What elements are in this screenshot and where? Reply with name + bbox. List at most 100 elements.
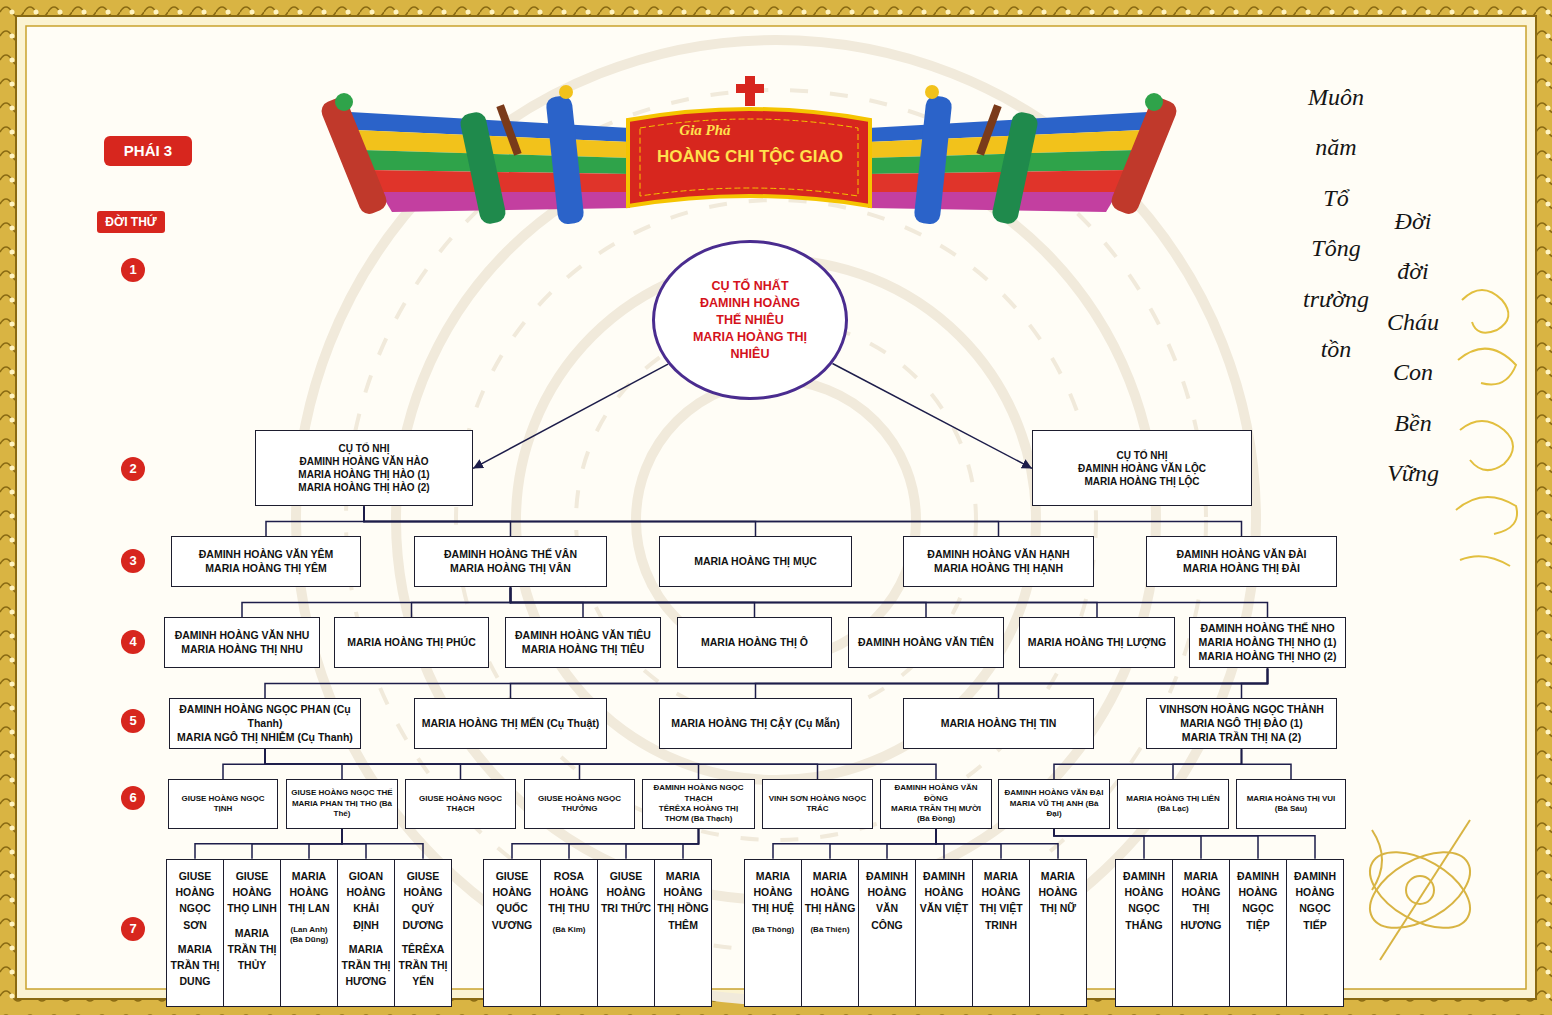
family-box: GIOAN HOÀNG KHẢI ĐỊNH MARIA TRẦN THỊ HƯƠN…: [337, 859, 395, 1007]
person-name: TÊRÊXA TRẦN THỊ YẾN: [397, 941, 449, 990]
generation-number: 7: [121, 917, 145, 941]
person-name: GIUSE HOÀNG THỌ LINH: [226, 868, 278, 917]
descent-line: [511, 668, 1268, 698]
descent-line: [309, 829, 342, 859]
person-name: ĐAMINH HOÀNG VĂN LỘC: [1078, 462, 1206, 475]
person-name: ĐAMINH HOÀNG VĂN ĐỒNG: [884, 783, 988, 804]
descent-line: [265, 668, 1268, 698]
generation-heading: ĐỜI THỨ: [97, 211, 165, 233]
page-ground: [26, 26, 1526, 989]
person-name: ĐAMINH HOÀNG NGỌC THẮNG: [1118, 868, 1170, 933]
family-box: MARIA HOÀNG THỊ CẬY (Cụ Mẫn): [659, 698, 852, 749]
descent-line: [1242, 749, 1292, 779]
person-name: MARIA HOÀNG THỊ ĐÀI: [1183, 562, 1300, 576]
person-name: MARIA HOÀNG THỊ HÀO (1): [298, 468, 429, 481]
person-name: ĐAMINH HOÀNG NGỌC THẠCH: [646, 783, 751, 804]
person-name: (Bà Thiện): [810, 925, 849, 935]
family-box: MARIA HOÀNG THỊ HỒNG THÊM: [654, 859, 712, 1007]
banner-center: [628, 109, 870, 206]
descent-line: [936, 829, 1058, 859]
person-name: MARIA HOÀNG THỊ CẬY (Cụ Mẫn): [671, 717, 840, 731]
family-box: ĐAMINH HOÀNG THẾ NHOMARIA HOÀNG THỊ NHO …: [1189, 617, 1346, 668]
descent-line: [511, 587, 1268, 617]
family-box: ĐAMINH HOÀNG VĂN TIÊUMARIA HOÀNG THỊ TIÊ…: [505, 617, 661, 668]
person-name: MARIA HOÀNG THỊ LƯỢNG: [1028, 636, 1167, 650]
family-box: GIUSE HOÀNG TRI THỨC: [597, 859, 655, 1007]
family-box: GIUSE HOÀNG NGỌC THƯỞNG: [524, 779, 635, 829]
person-name: ĐAMINH HOÀNG NGỌC TIẾP: [1289, 868, 1341, 933]
person-name: ĐAMINH HOÀNG VĂN HÀO: [300, 455, 429, 468]
descent-line: [342, 829, 423, 859]
person-name: ĐAMINH HOÀNG NGỌC PHAN (Cụ Thanh): [175, 703, 355, 730]
person-name: MARIA HOÀNG THỊ PHÚC: [347, 636, 476, 650]
person-name: GIOAN HOÀNG KHẢI ĐỊNH: [340, 868, 392, 933]
person-name: (Bà Kim): [553, 925, 586, 935]
family-box: ĐAMINH HOÀNG NGỌC TIẾP: [1286, 859, 1344, 1007]
person-name: MARIA HOÀNG THỊ TIN: [941, 717, 1057, 731]
frame-inner: [16, 16, 1536, 999]
descent-line: [887, 829, 936, 859]
person-name: MARIA HOÀNG THỊ HẰNG: [804, 868, 856, 917]
calligraphy-verse: Đời đời Cháu Con Bền Vững: [1374, 196, 1452, 498]
person-name: MARIA HOÀNG THỊ HẠNH: [934, 562, 1063, 576]
person-name: MARIA NGÔ THỊ NHIỄM (Cụ Thanh): [177, 731, 353, 745]
person-name: MARIA TRẦN THỊ MƯỜI (Bà Đồng): [884, 804, 988, 825]
person-name: ĐAMINH HOÀNG VĂN NHU: [175, 629, 310, 643]
person-name: MARIA HOÀNG THỊ VIỆT TRINH: [975, 868, 1027, 933]
person-name: ĐAMINH HOÀNG VĂN YÊM: [199, 548, 334, 562]
descent-arrow: [473, 364, 668, 468]
person-name: MARIA HOÀNG THỊ TIÊU: [522, 643, 645, 657]
person-name: (Lan Anh) (Bà Dũng): [283, 925, 335, 946]
person-name: CỤ TỔ NHỊ: [1116, 449, 1167, 462]
family-box: ĐAMINH HOÀNG VĂN NHUMARIA HOÀNG THỊ NHU: [164, 617, 320, 668]
family-box: ĐAMINH HOÀNG THẾ VÂNMARIA HOÀNG THỊ VÂN: [414, 536, 607, 587]
person-name: MARIA TRẦN THỊ HƯƠNG: [340, 941, 392, 990]
descent-line: [1242, 668, 1268, 698]
person-name: ĐAMINH HOÀNG VĂN HẠNH: [927, 548, 1069, 562]
person-name: MARIA HOÀNG THỊ NHO (1): [1199, 636, 1337, 650]
family-box: ĐAMINH HOÀNG VĂN ĐÀIMARIA HOÀNG THỊ ĐÀI: [1146, 536, 1337, 587]
generation-number: 3: [121, 549, 145, 573]
family-box: ĐAMINH HOÀNG VĂN CÔNG: [858, 859, 916, 1007]
person-name: CỤ TỔ NHỊ: [338, 442, 389, 455]
person-name: ĐAMINH HOÀNG VĂN ĐẠI: [1004, 788, 1103, 798]
person-name: MARIA HOÀNG THỊ HUỆ: [747, 868, 799, 917]
family-box: GIUSE HOÀNG NGỌC THẠCH: [405, 779, 516, 829]
descent-line: [1054, 829, 1201, 859]
person-name: ĐAMINH HOÀNG THẾ NHO: [1200, 622, 1334, 636]
person-name: GIUSE HOÀNG QUÝ DƯƠNG: [397, 868, 449, 933]
person-name: GIUSE HOÀNG QUỐC VƯƠNG: [486, 868, 538, 933]
person-name: ĐAMINH HOÀNG VĂN TIÊN: [858, 636, 994, 650]
person-name: GIUSE HOÀNG NGỌC SƠN: [169, 868, 221, 933]
cloud-swirls: [1456, 290, 1517, 566]
person-name: MARIA HOÀNG THỊ NHO (2): [1199, 650, 1337, 664]
descent-line: [195, 829, 342, 859]
family-box: MARIA HOÀNG THỊ LAN(Lan Anh) (Bà Dũng): [280, 859, 338, 1007]
person-name: MARIA HOÀNG THỊ VUI (Bà Sáu): [1240, 794, 1342, 815]
person-name: MARIA TRẦN THỊ NA (2): [1182, 731, 1301, 745]
family-box: MARIA HOÀNG THỊ TIN: [903, 698, 1094, 749]
person-name: MARIA TRẦN THỊ THỦY: [226, 925, 278, 974]
generation-number: 1: [121, 258, 145, 282]
person-name: VINHSƠN HOÀNG NGỌC THÀNH: [1159, 703, 1324, 717]
person-name: GIUSE HOÀNG NGỌC THẾ: [291, 788, 392, 798]
descent-line: [773, 829, 936, 859]
family-box: MARIA HOÀNG THỊ LIÊN (Bà Lạc): [1117, 779, 1229, 829]
person-name: GIUSE HOÀNG NGỌC THẠCH: [409, 794, 512, 815]
family-box: MARIA HOÀNG THỊ MỤC: [659, 536, 852, 587]
person-name: MARIA HOÀNG THỊ HÀO (2): [298, 481, 429, 494]
person-name: ĐAMINH HOÀNG VĂN ĐÀI: [1176, 548, 1306, 562]
person-name: MARIA HOÀNG THỊ NỮ: [1032, 868, 1084, 917]
descent-line: [1054, 749, 1242, 779]
descent-line: [569, 829, 699, 859]
descent-line: [1054, 829, 1315, 859]
family-box: MARIA HOÀNG THỊ HUỆ(Bà Thông): [744, 859, 802, 1007]
person-name: MARIA HOÀNG THỊ VÂN: [450, 562, 571, 576]
person-name: MARIA NGÔ THỊ ĐÀO (1): [1180, 717, 1303, 731]
descent-line: [364, 506, 1242, 536]
person-name: GIUSE HOÀNG TRI THỨC: [600, 868, 652, 917]
ancestor-oval: CỤ TỔ NHẤTĐAMINH HOÀNG THẾ NHIÊUMARIA HO…: [652, 240, 848, 400]
descent-line: [252, 829, 342, 859]
knot-ornament: [1357, 820, 1482, 960]
person-name: MARIA HOÀNG THỊ MỤC: [694, 555, 817, 569]
